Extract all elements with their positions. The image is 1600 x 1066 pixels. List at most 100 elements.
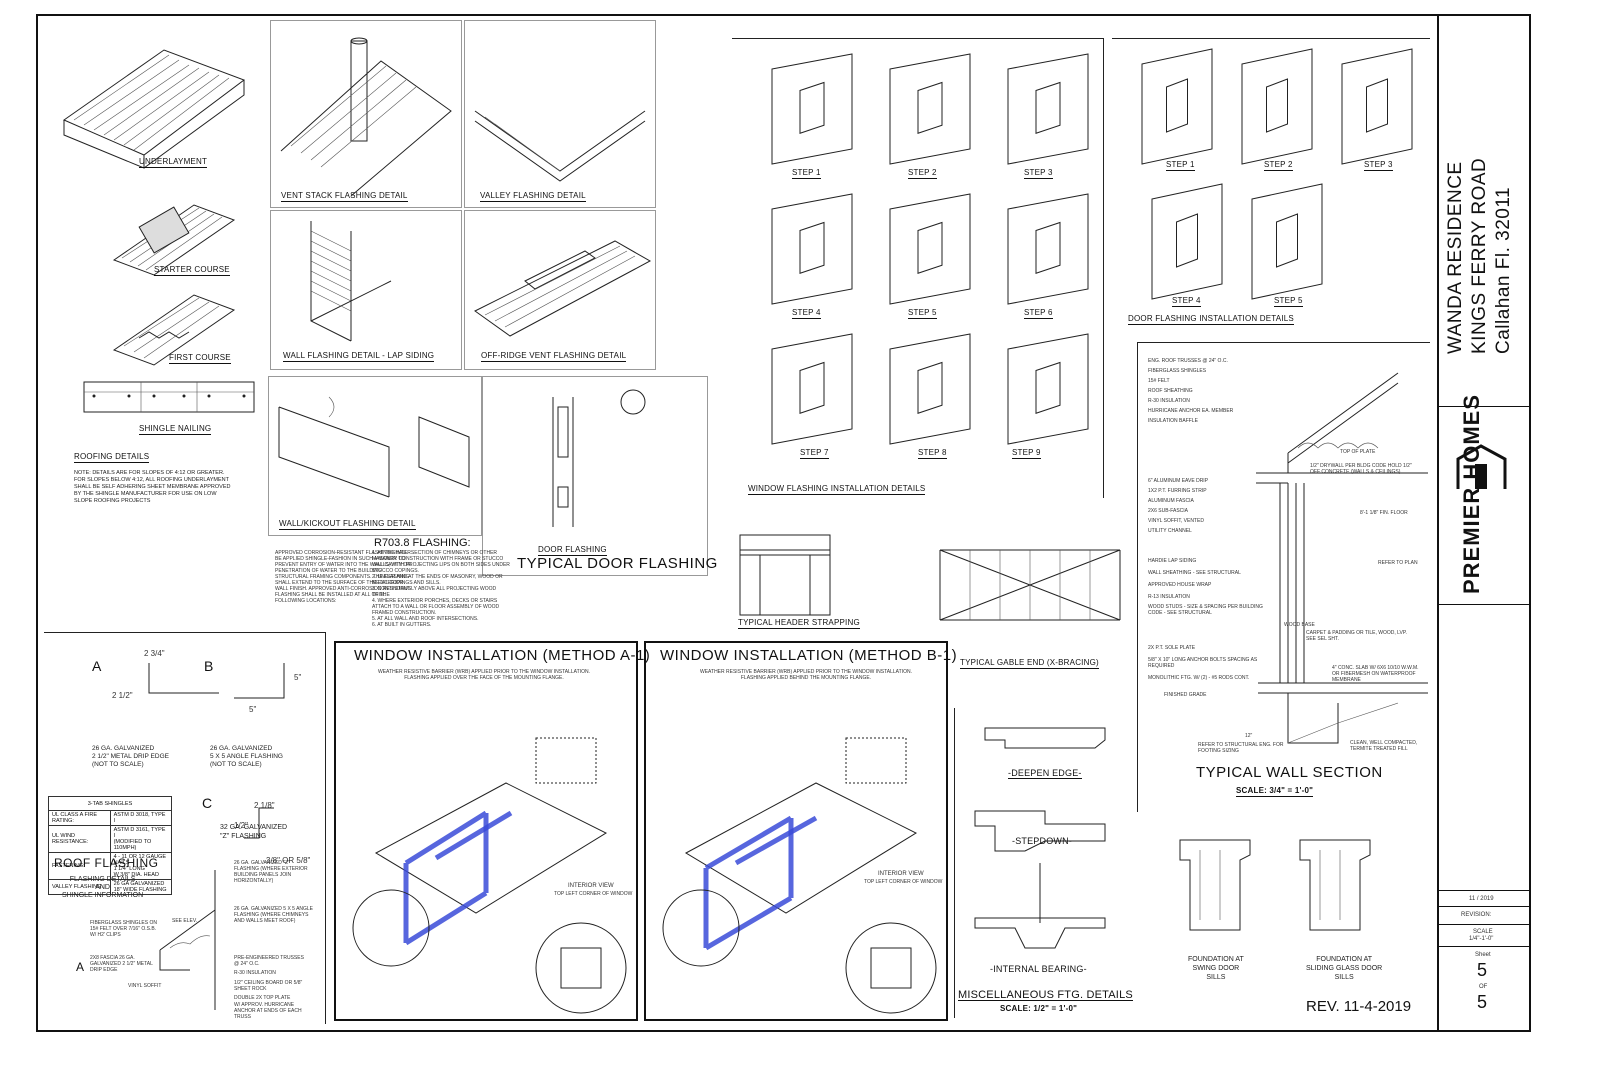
table-row: FASTENING:4 - 11 or 12 GAUGE NAILS 1 1/4… [48,852,173,880]
wall-sketch [771,53,853,165]
title-divider [1439,890,1531,891]
window-step-1: STEP 1 [792,168,821,179]
project-address: KINGS FERRY ROAD [1469,157,1490,354]
off-ridge-drawing [474,240,652,337]
wall-kickout-caption: WALL/KICKOUT FLASHING DETAIL [279,519,416,530]
wall-section-note-27: 4" CONC. SLAB W/ 6X6 10/10 W.W.M. OR FIB… [1332,665,1419,683]
window-flashing-panel [732,38,1104,498]
wall-sketch [889,53,971,165]
wall-section-note-19: 2X P.T. SOLE PLATE [1148,645,1196,651]
roof-flashing-sub: FLASHING DETAILS and SHINGLE INFORMATION [62,876,144,899]
window-b1-title: WINDOW INSTALLATION (METHOD B-1) [660,647,958,664]
wall-section-note-17: R-13 INSULATION [1148,594,1190,600]
window-opening-sketch [1035,361,1061,414]
starter-course-drawing [112,204,236,276]
roof-flash-callout-9: DOUBLE 2x TOP PLATE [234,995,291,1001]
drip-a-desc: 26 GA. GALVANIZED 2 1/2" METAL DRIP EDGE… [92,745,169,768]
roof-flash-callout-6: PRE-ENGINEERED TRUSSES @ 24" O.C. [234,955,304,967]
wall-sketch [1007,333,1089,445]
drip-b-profile [234,663,285,699]
underlayment-caption: UNDERLAYMENT [139,157,208,168]
window-opening-sketch [1266,78,1288,133]
vent-stack-caption: VENT STACK FLASHING DETAIL [281,191,408,202]
window-b1-interior-view: INTERIOR VIEW [878,871,924,877]
valley-caption: VALLEY FLASHING DETAIL [480,191,586,202]
title-block: WANDA RESIDENCE KINGS FERRY ROAD Callaha… [1437,14,1531,1032]
wall-section-note-30: REFER TO PLAN [1378,560,1418,566]
wall-kickout-drawing [278,396,470,498]
starter-course-caption: STARTER COURSE [154,265,230,276]
wall-section-note-29: WOOD BASE [1284,622,1315,628]
drip-b-label: B [204,658,214,674]
roof-flash-callout-8: 1/2" CEILING BOARD or 5/8" SHEET ROCK [234,980,303,992]
window-a1-interior-view: INTERIOR VIEW [568,883,614,889]
title-divider [1439,924,1531,925]
door-step-2: STEP 2 [1264,160,1293,171]
wall-sketch [1141,48,1213,165]
window-step-4: STEP 4 [792,308,821,319]
wall-section-note-16: APPROVED HOUSE WRAP [1148,582,1212,588]
window-opening-sketch [1176,213,1198,268]
drip-c-dim-3: 3/8" or 5/8" [266,856,311,865]
scale-label: SCALE [1473,929,1493,935]
table-row: UL WIND RESISTANCE:ASTM D 3161, TYPE I (… [48,825,173,853]
window-opening-sketch [799,361,825,414]
wall-lap-drawing [310,221,392,342]
drip-a-label: A [92,658,102,674]
window-step-5: STEP 5 [908,308,937,319]
table-cell: VALLEY FLASHING: [48,879,111,895]
window-a1-subtitle: WEATHER RESISTIVE BARRIER (WRB) APPLIED … [378,669,590,681]
roof-flash-callout-11: SEE ELEV. [172,918,198,924]
typical-header-caption: TYPICAL HEADER STRAPPING [738,618,860,629]
vent-stack-drawing [280,37,452,197]
wall-section-note-2: FIBERGLASS SHINGLES [1148,368,1207,374]
wall-section-note-9: 1X2 P.T. FURRING STRIP [1148,488,1207,494]
roof-flash-callout-2: 26 GA. GALVANIZED 5 X 5 ANGLE FLASHING (… [234,906,314,924]
wall-lap-caption: WALL FLASHING DETAIL - LAP SIDING [283,351,435,362]
roof-flashing-caption: ROOF FLASHING [54,856,159,870]
of-label: OF [1479,984,1488,990]
wall-sketch [889,333,971,445]
wall-sketch [1251,183,1323,300]
window-opening-sketch [799,81,825,134]
window-a1-interior-sub: TOP LEFT CORNER OF WINDOW [554,891,633,897]
wall-section-note-3: 15# FELT [1148,378,1170,384]
deepen-edge-caption: -DEEPEN EDGE- [1008,768,1082,779]
window-a1-panel: WINDOW INSTALLATION (METHOD A-1) WEATHER… [334,641,650,1021]
wall-section-note-31: 8'-1 1/8" FIN. FLOOR [1360,510,1408,516]
project-name: WANDA RESIDENCE [1445,161,1466,354]
wall-section-note-8: 6" ALUMINUM EAVE DRIP [1148,478,1209,484]
roof-flash-a-label: A [76,960,85,974]
table-cell: UL CLASS A FIRE RATING: [48,810,111,826]
drip-c-label: C [202,795,213,811]
first-course-drawing [112,294,236,366]
wall-section-note-11: 2X6 SUB-FASCIA [1148,508,1189,514]
wall-kickout-panel: WALL/KICKOUT FLASHING DETAIL [268,376,482,536]
roofing-details-panel: UNDERLAYMENT STARTER COURSE FIRST COURSE… [44,20,262,620]
misc-ftg-panel [954,708,1130,1018]
drip-c-desc: 32 GA. GALVANIZED "Z" FLASHING [220,824,288,840]
door-step-4: STEP 4 [1172,296,1201,307]
drip-edge-panel: A 2 3/4" 2 1/2" 26 GA. GALVANIZED 2 1/2"… [44,632,326,1024]
drip-c-profile [244,807,274,839]
deepen-edge-drawing [984,727,1106,749]
window-opening-sketch [1276,213,1298,268]
window-opening-sketch [799,221,825,274]
valley-drawing [474,110,646,182]
wall-section-note-14: HARDIE LAP SIDING [1148,558,1197,564]
drip-a-dim-side: 2 1/2" [112,691,133,700]
window-b1-drawing [662,737,937,1014]
foundation-sliding-drawing [1299,839,1371,931]
typical-door-caption: TYPICAL DOOR FLASHING [517,555,718,572]
misc-ftg-caption: MISCELLANEOUS FTG. DETAILS [958,989,1133,1001]
window-step-7: STEP 7 [800,448,829,459]
door-flashing-section [552,389,646,527]
wall-section-note-7: INSULATION BAFFLE [1148,418,1198,424]
typical-wall-section-caption: TYPICAL WALL SECTION [1196,764,1383,781]
wall-section-note-23: REFER TO STRUCTURAL ENG. FOR FOOTING SIZ… [1198,742,1284,754]
table-cell: 4 - 11 or 12 GAUGE NAILS 1 1/4" LONG w 3… [109,852,173,880]
header-strapping-drawing [739,534,831,616]
stepdown-caption: -STEPDOWN- [1012,836,1072,846]
typical-wall-section-scale: SCALE: 3/4" = 1'-0" [1236,786,1314,797]
window-flashing-caption: WINDOW FLASHING INSTALLATION DETAILS [748,484,926,495]
